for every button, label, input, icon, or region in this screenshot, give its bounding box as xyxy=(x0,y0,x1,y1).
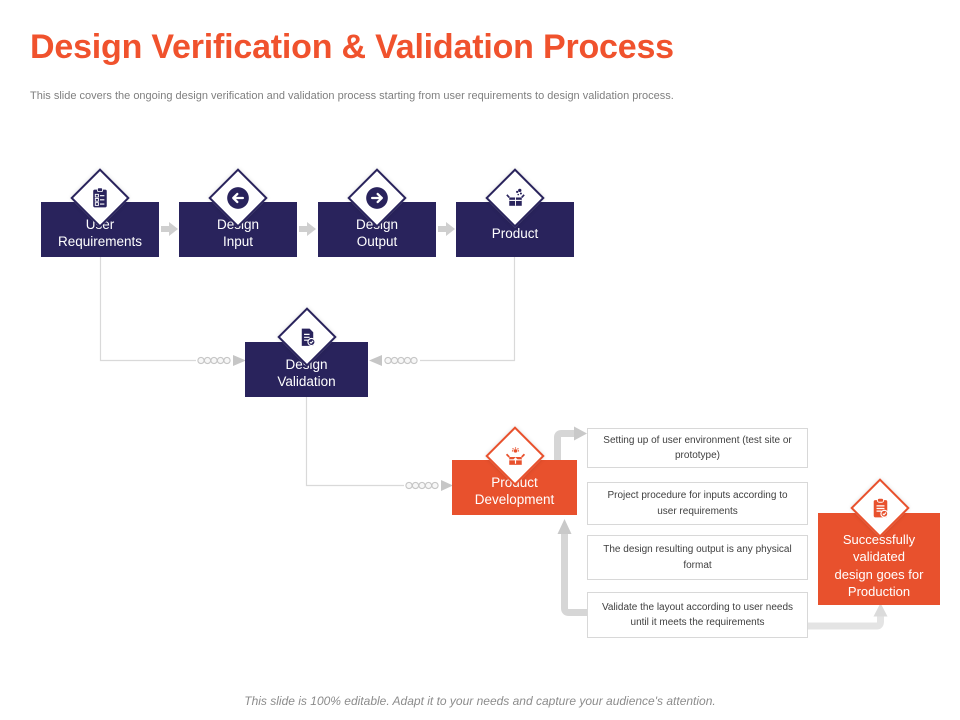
arrow-right-icon xyxy=(366,187,388,209)
connector-validation-to-development xyxy=(305,397,404,487)
footer-note: This slide is 100% editable. Adapt it to… xyxy=(244,694,716,708)
product-box-icon xyxy=(505,188,525,206)
open-box-icon xyxy=(505,446,525,465)
step-box-2: Project procedure for inputs according t… xyxy=(587,482,808,525)
connector-beads-right xyxy=(384,356,418,365)
design-output-diamond xyxy=(347,168,407,228)
step-2-text: Project procedure for inputs according t… xyxy=(607,490,788,517)
production-diamond xyxy=(850,478,910,538)
arrowhead-into-production xyxy=(873,603,888,617)
node-design-output-label: Design Output xyxy=(356,217,398,250)
step-4-text: Validate the layout according to user ne… xyxy=(601,601,794,629)
step-1-text: Setting up of user environment (test sit… xyxy=(603,434,792,462)
design-input-diamond xyxy=(208,168,268,228)
connector-development-to-steps xyxy=(554,430,574,461)
arrowhead-into-development xyxy=(441,480,453,491)
arrowhead-into-steps xyxy=(574,426,587,441)
connector-steps-to-development xyxy=(561,533,587,616)
step-box-1: Setting up of user environment (test sit… xyxy=(587,428,808,468)
step-box-4: Validate the layout according to user ne… xyxy=(587,592,808,638)
connector-product-to-validation xyxy=(420,257,516,362)
arrowhead-into-validation-right xyxy=(369,355,382,366)
arrow-left-icon xyxy=(227,187,249,209)
checklist-icon xyxy=(92,186,107,207)
arrow-design-input-to-design-output xyxy=(299,222,316,236)
clipboard-check-icon xyxy=(873,497,888,518)
arrow-user-req-to-design-input xyxy=(161,222,178,236)
connector-beads-left xyxy=(197,356,231,365)
page-title: Design Verification & Validation Process xyxy=(30,28,674,66)
product-diamond xyxy=(485,168,545,228)
arrow-design-output-to-product xyxy=(438,222,455,236)
document-check-icon xyxy=(301,328,316,346)
connector-beads-bottom xyxy=(405,481,439,490)
step-box-3: The design resulting output is any physi… xyxy=(587,535,808,580)
slide-subtitle: This slide covers the ongoing design ver… xyxy=(30,90,674,102)
arrowhead-into-development-bottom xyxy=(557,519,572,534)
node-design-input: Design Input xyxy=(179,202,297,257)
node-production: Successfully validated design goes for P… xyxy=(818,513,940,605)
user-requirements-diamond xyxy=(70,168,130,228)
design-validation-diamond xyxy=(277,307,337,367)
connector-steps-to-production xyxy=(808,616,884,630)
node-product-label: Product xyxy=(491,226,539,242)
node-production-label: Successfully validated design goes for P… xyxy=(834,531,924,600)
connector-user-req-to-validation xyxy=(99,257,196,362)
product-development-diamond xyxy=(485,426,545,486)
step-3-text: The design resulting output is any physi… xyxy=(603,544,792,571)
arrowhead-into-validation-left xyxy=(233,355,246,366)
